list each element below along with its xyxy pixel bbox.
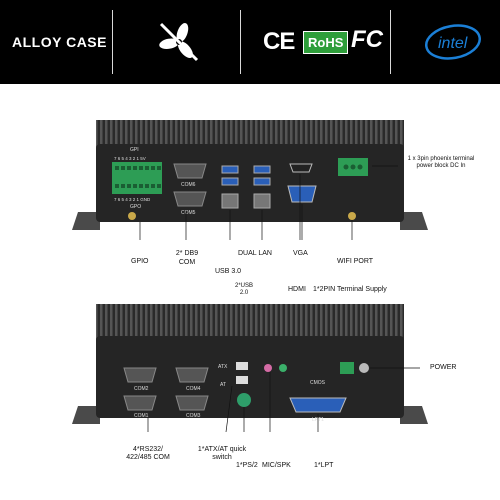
intel-logo: intel [425,24,481,60]
brand-title: ALLOY CASE [12,34,107,50]
mic-spk-callout: MIC/SPK [262,462,291,469]
terminal-supply-callout: 1*2PIN Terminal Supply [313,286,387,293]
intel-wordmark: intel [438,35,468,52]
usb3-port [221,165,239,174]
usb3-port [253,165,271,174]
lpt-port [289,397,347,413]
vga-port [287,185,317,203]
ps2-callout: 1*PS/2 [236,462,258,469]
dual-lan-callout: DUAL LAN [238,250,272,257]
vga-callout: VGA [293,250,308,257]
power-terminal [340,362,354,374]
com6-port [173,163,207,179]
lan-port [253,193,271,209]
heatsink-fins [96,304,404,340]
mount-bracket [400,406,428,424]
banner-divider [112,10,113,74]
top-banner: ALLOY CASE CE RoHS FC intel [0,0,500,84]
db9-callout: 2* DB9 COM [175,250,199,266]
com3-port [175,395,209,411]
gpi-title: GPI [130,147,139,153]
hdmi-callout: HDMI [288,286,306,293]
usb3-port [221,177,239,186]
com2-label: COM2 [134,386,149,392]
wifi-callout: WIFI PORT [337,258,374,265]
lan-port [221,193,239,209]
hdmi-port [289,163,313,173]
mount-bracket [72,212,100,230]
rohs-logo: RoHS [303,31,349,54]
rs232-callout: 4*RS232/ 422/485 COM [126,446,170,461]
usb2-port [236,376,248,384]
rear-panel-device: COM2 COM4 COM1 COM3 ATX AT CMOS LPT1 [72,304,428,433]
com3-label: COM3 [186,413,201,419]
banner-divider [390,10,391,74]
atx-switch-callout: 1*ATX/AT quick switch [197,446,247,461]
speaker-jack [279,364,287,372]
com6-label: COM6 [181,182,196,188]
at-label: AT [220,382,226,388]
lpt-callout: 1*LPT [314,462,334,469]
mount-bracket [400,212,428,230]
usb30-callout: USB 3.0 [215,268,242,275]
usb2-port [236,362,248,370]
com5-label: COM5 [181,210,196,216]
dc-in-label: 1 x 3pin phoenix terminal power block DC… [407,156,475,169]
ps2-port [237,393,251,407]
ce-logo: CE [263,28,295,55]
mount-bracket [72,406,100,424]
com4-label: COM4 [186,386,201,392]
com1-port [123,395,157,411]
banner-divider [240,10,241,74]
fanless-icon [159,22,199,62]
usb20-callout: 2*USB 2.0 [234,283,253,296]
usb3-port [253,177,271,186]
front-face [96,144,404,222]
front-panel-device: GPI 7 6 5 4 3 2 1 5V 7 6 5 4 3 2 1 GND G… [72,120,428,240]
com2-port [123,367,157,383]
gpi-pin-labels: 7 6 5 4 3 2 1 5V [114,156,146,161]
fcc-logo: FC [351,26,383,53]
gpo-title: GPO [130,204,141,210]
wifi-antenna-connector [348,212,356,220]
mic-jack [264,364,272,372]
cmos-label: CMOS [310,380,326,386]
com1-label: COM1 [134,413,149,419]
gpo-pin-labels: 7 6 5 4 3 2 1 GND [114,197,151,202]
power-callout: POWER [430,364,457,371]
wifi-antenna-connector [128,212,136,220]
power-button [359,363,369,373]
com5-port [173,191,207,207]
atx-label: ATX [218,364,228,370]
gpio-callout: GPIO [131,258,149,265]
com4-port [175,367,209,383]
heatsink-fins [96,120,404,148]
